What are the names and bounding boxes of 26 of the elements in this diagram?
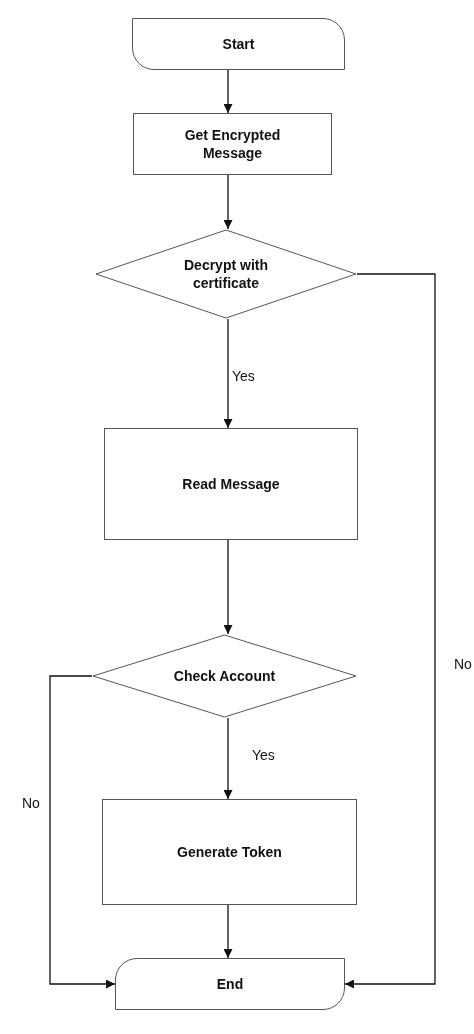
arrow (344, 273, 436, 989)
start-terminal (132, 18, 345, 70)
process-box (102, 799, 357, 905)
end-terminal (115, 958, 345, 1010)
node-label: Read Message (181, 475, 281, 493)
arrow (223, 904, 233, 959)
node-label: Check Account (172, 667, 277, 685)
node-label: Generate Token (176, 843, 283, 861)
process-box (104, 428, 358, 540)
node-label: Start (221, 35, 256, 53)
decision-diamond (92, 634, 357, 718)
edge-label: Yes (230, 368, 257, 384)
decision-diamond (95, 229, 357, 319)
process-box (133, 113, 332, 175)
node-label: Get Encrypted Message (183, 126, 282, 162)
arrow (223, 318, 233, 429)
node-label: Decrypt with certificate (183, 256, 269, 292)
arrow (223, 69, 233, 114)
arrow (49, 675, 116, 989)
arrow (223, 174, 233, 230)
edge-label: No (20, 795, 42, 811)
edge-label: No (452, 656, 474, 672)
arrow (223, 539, 233, 635)
edge-label: Yes (250, 747, 277, 763)
arrow (223, 717, 233, 800)
node-label: End (215, 975, 245, 993)
